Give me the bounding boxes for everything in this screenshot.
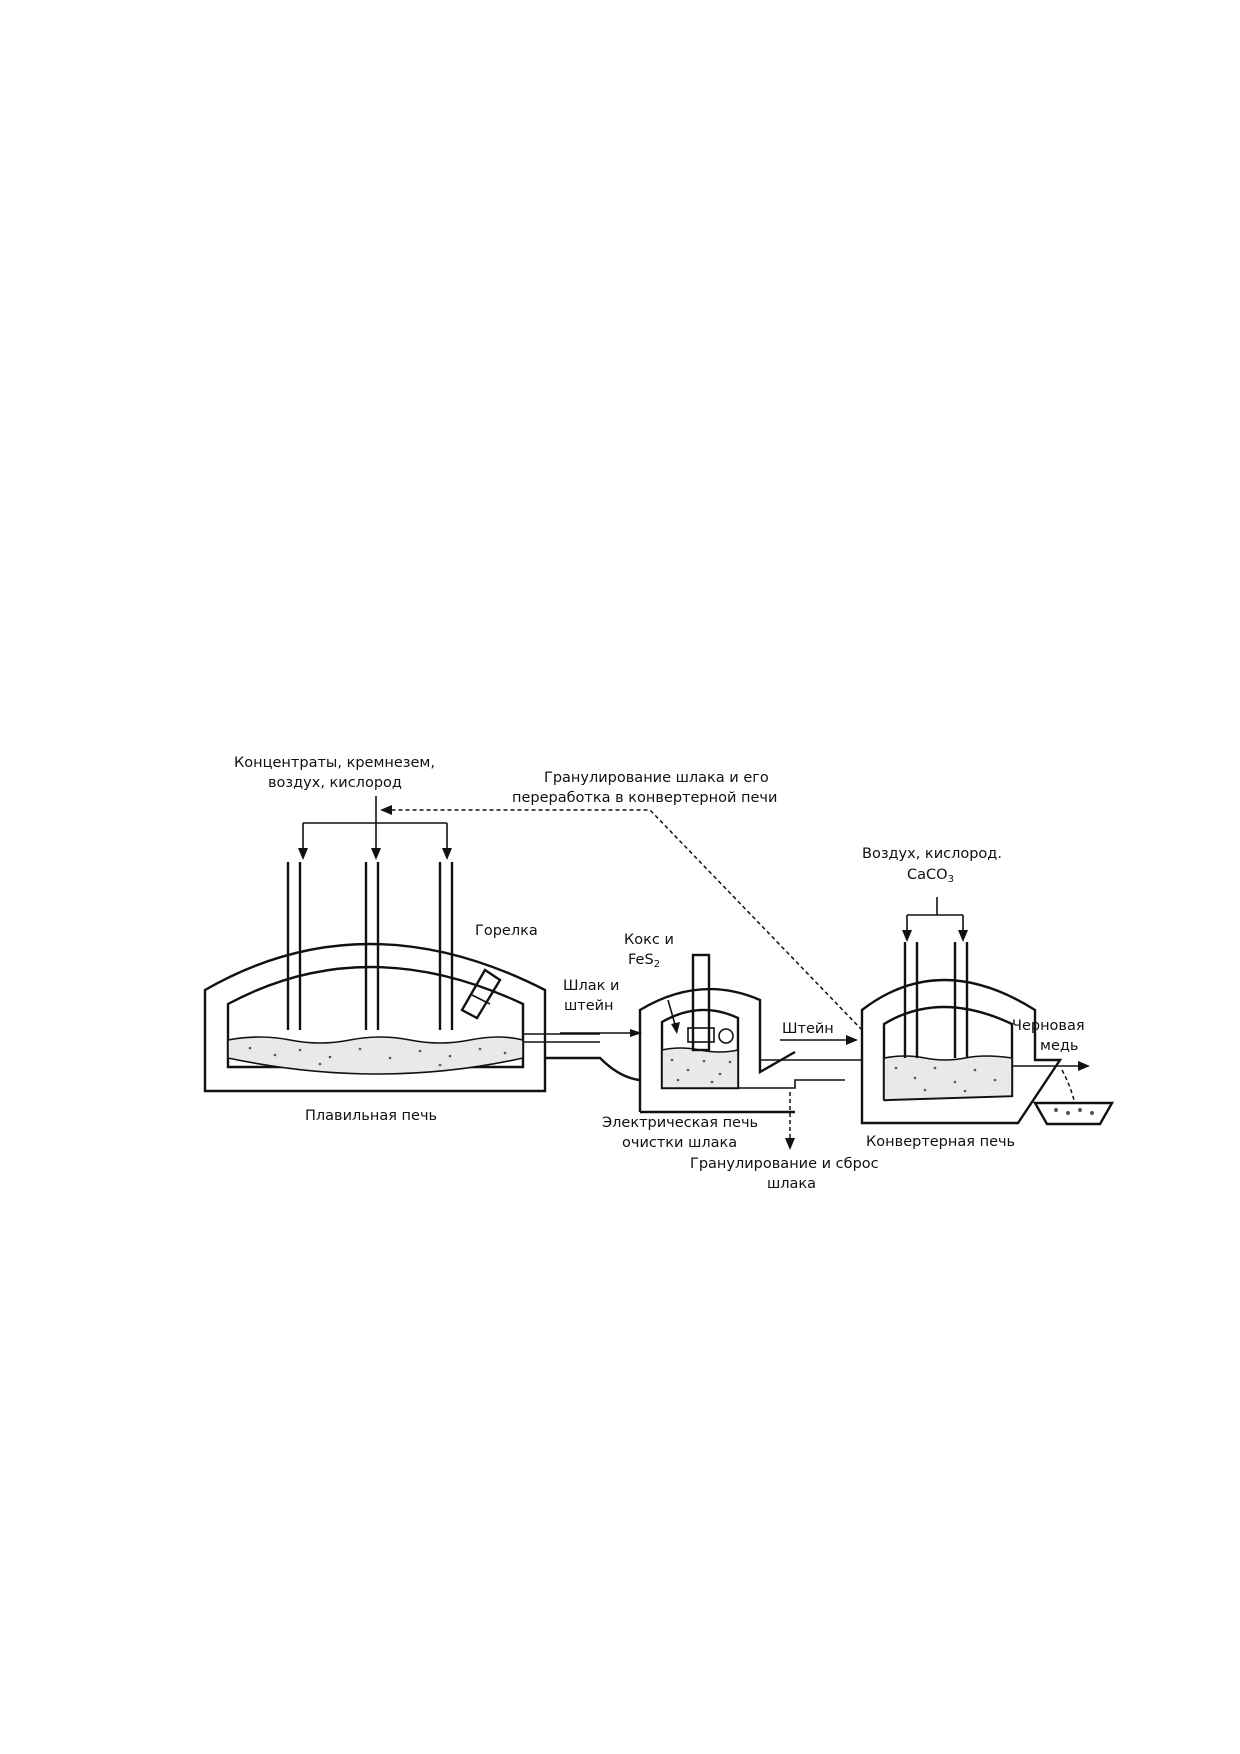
- label-granulation-bottom-2: шлака: [767, 1176, 816, 1192]
- label-coke-2: FeS2: [628, 952, 660, 970]
- label-burner: Горелка: [475, 923, 538, 939]
- label-slag-matte-1: Шлак и: [563, 978, 619, 994]
- label-slag-matte-2: штейн: [564, 998, 614, 1014]
- slag-matte-launder: [545, 1029, 642, 1082]
- label-converter-furnace: Конвертерная печь: [866, 1134, 1015, 1150]
- label-converter-feed-2: CaCO3: [907, 867, 954, 885]
- ladle: [1032, 1101, 1115, 1126]
- label-electric-furnace-1: Электрическая печь: [602, 1115, 758, 1131]
- smelting-bath-dots: [248, 1046, 507, 1067]
- label-electric-furnace-2: очистки шлака: [622, 1135, 737, 1151]
- label-feed-2: воздух, кислород: [268, 775, 402, 791]
- electric-furnace: [638, 953, 845, 1114]
- converter-bath-dots: [894, 1066, 997, 1093]
- electric-bath-dots: [670, 1058, 732, 1084]
- label-granulation-top-1: Гранулирование шлака и его: [544, 770, 769, 786]
- converter-furnace: [860, 897, 1090, 1125]
- label-feed-1: Концентраты, кремнезем,: [234, 755, 435, 771]
- label-matte: Штейн: [782, 1021, 834, 1037]
- matte-arrow: [760, 1035, 862, 1061]
- label-granulation-top-2: переработка в конвертерной печи: [512, 790, 777, 806]
- slag-discard-dashed: [785, 1092, 795, 1150]
- slag-recycle-dashed: [380, 805, 863, 1031]
- label-granulation-bottom-1: Гранулирование и сброс: [690, 1156, 879, 1172]
- label-smelting-furnace: Плавильная печь: [305, 1108, 437, 1124]
- label-blister-2: медь: [1040, 1038, 1078, 1054]
- label-coke-1: Кокс и: [624, 932, 674, 948]
- label-blister-1: Черновая: [1012, 1018, 1085, 1034]
- label-converter-feed-1: Воздух, кислород.: [862, 846, 1002, 862]
- feed-arrows: [298, 796, 452, 860]
- smelting-furnace: [203, 862, 600, 1093]
